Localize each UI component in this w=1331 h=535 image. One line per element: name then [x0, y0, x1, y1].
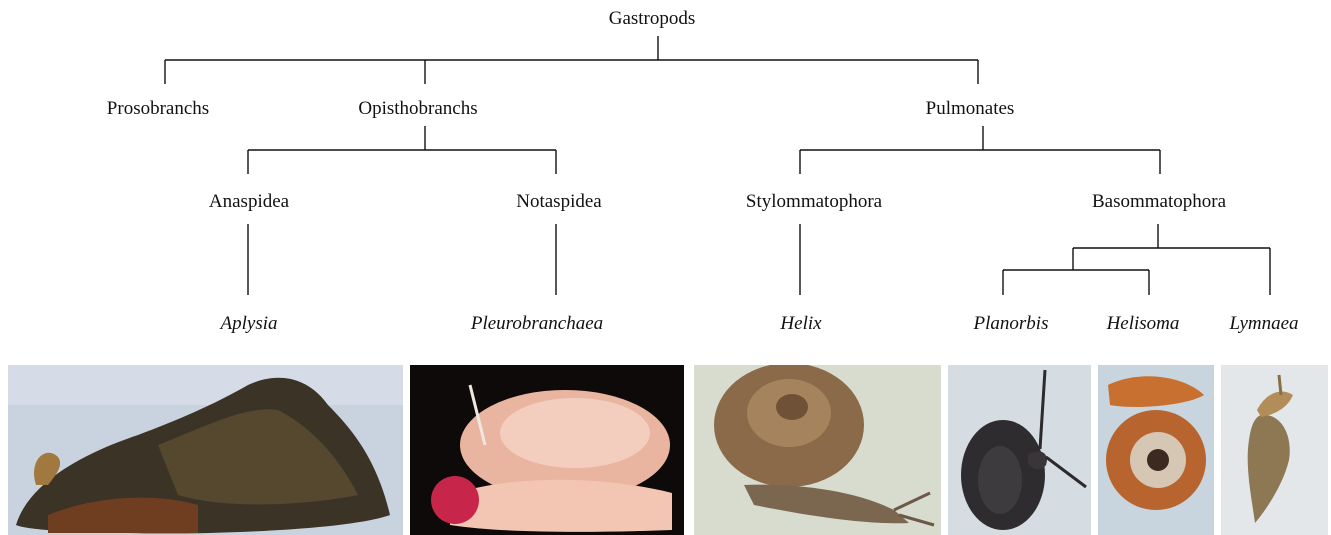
aplysia-photo	[8, 365, 403, 535]
node-planorbis: Planorbis	[973, 313, 1049, 334]
pleurobranchaea-foot	[450, 480, 672, 532]
helix-photo-image	[694, 365, 941, 535]
pleurobranchaea-photo	[410, 365, 684, 535]
pleurobranchaea-mouth	[431, 476, 479, 524]
helix-photo	[694, 365, 941, 535]
node-stylommatophora: Stylommatophora	[746, 191, 883, 212]
lymnaea-photo-image	[1221, 365, 1328, 535]
node-gastropods: Gastropods	[609, 8, 696, 29]
node-anaspidea: Anaspidea	[209, 191, 290, 212]
node-basommatophora: Basommatophora	[1092, 191, 1227, 212]
node-pulmonates: Pulmonates	[926, 98, 1015, 119]
helisoma-umbilicus	[1147, 449, 1169, 471]
node-aplysia: Aplysia	[219, 313, 278, 334]
planorbis-shell-inner	[978, 446, 1022, 514]
node-helix: Helix	[779, 313, 822, 334]
helisoma-photo-image	[1098, 365, 1214, 535]
planorbis-photo	[948, 365, 1091, 535]
node-notaspidea: Notaspidea	[516, 191, 602, 212]
helix-shell-apex	[776, 394, 808, 420]
node-prosobranchs: Prosobranchs	[107, 98, 209, 119]
lymnaea-tentacle	[1279, 375, 1281, 395]
planorbis-photo-image	[948, 365, 1091, 535]
phylogeny-tree: Gastropods Prosobranchs Opisthobranchs P…	[0, 0, 1331, 365]
node-lymnaea: Lymnaea	[1228, 313, 1298, 334]
node-pleurobranchaea: Pleurobranchaea	[470, 313, 603, 334]
pleurobranchaea-photo-image	[410, 365, 684, 535]
lymnaea-photo	[1221, 365, 1328, 535]
helisoma-photo	[1098, 365, 1214, 535]
pleurobranchaea-spots	[500, 398, 650, 468]
node-helisoma: Helisoma	[1106, 313, 1180, 334]
aplysia-photo-image	[8, 365, 403, 535]
photo-glass-reflection	[8, 365, 403, 405]
node-opisthobranchs: Opisthobranchs	[358, 98, 477, 119]
